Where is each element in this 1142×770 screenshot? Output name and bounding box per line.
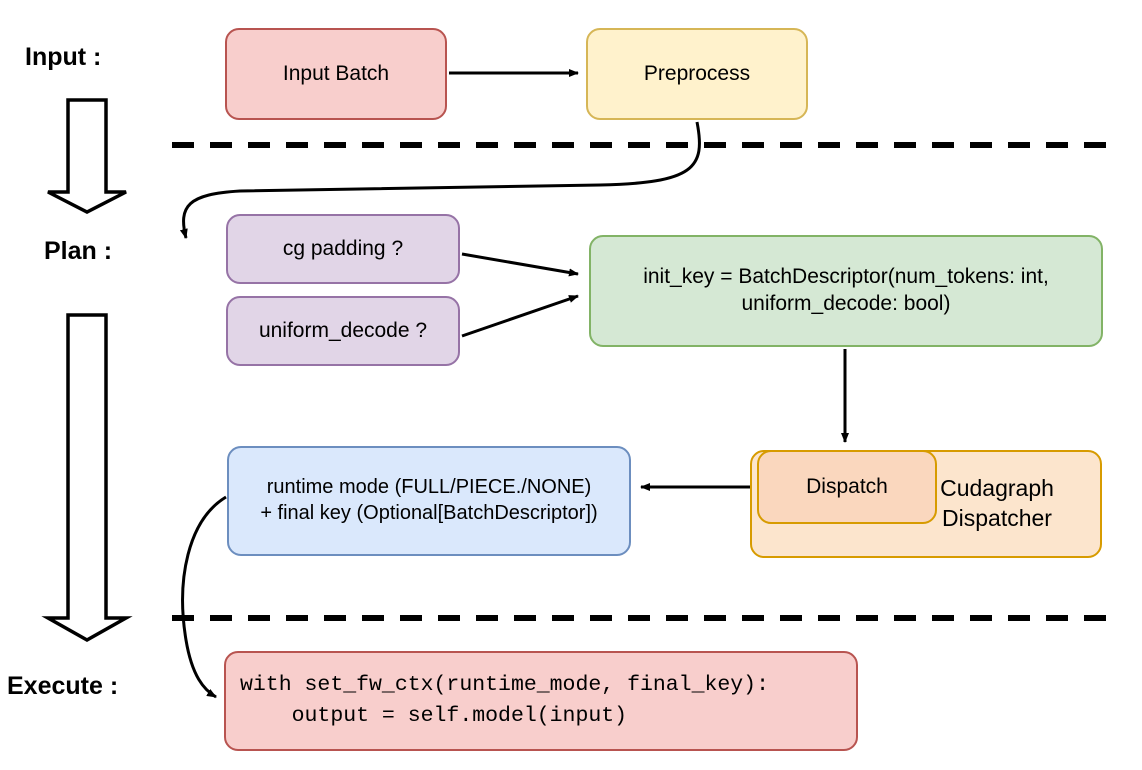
connector-uniform-decode-to-init-key bbox=[461, 294, 579, 338]
stage-arrow-input-to-plan bbox=[47, 98, 127, 214]
node-input-batch-label: Input Batch bbox=[282, 61, 390, 85]
node-uniform-decode[interactable]: uniform_decode ? bbox=[226, 296, 460, 366]
execute-code-line-2: output = self.model(input) bbox=[240, 704, 628, 728]
node-dispatch-label: Dispatch bbox=[806, 474, 888, 498]
stage-label-execute: Execute : bbox=[7, 672, 119, 700]
node-input-batch[interactable]: Input Batch bbox=[225, 28, 447, 120]
node-runtime-mode-label: runtime mode (FULL/PIECE./NONE) + final … bbox=[260, 476, 598, 524]
stage-label-input: Input : bbox=[25, 43, 102, 71]
connector-cg-padding-to-init-key bbox=[461, 252, 579, 277]
node-uniform-decode-label: uniform_decode ? bbox=[258, 318, 428, 342]
stage-label-plan: Plan : bbox=[44, 237, 113, 265]
node-cudagraph-dispatcher-label: Cudagraph Dispatcher bbox=[940, 475, 1054, 531]
node-cg-padding[interactable]: cg padding ? bbox=[226, 214, 460, 284]
execute-code-line-1: with set_fw_ctx(runtime_mode, final_key)… bbox=[240, 672, 769, 697]
connector-runtime-mode-to-execute-code bbox=[181, 495, 227, 699]
node-preprocess[interactable]: Preprocess bbox=[586, 28, 808, 120]
node-cg-padding-label: cg padding ? bbox=[282, 236, 404, 260]
node-runtime-mode[interactable]: runtime mode (FULL/PIECE./NONE) + final … bbox=[227, 446, 631, 556]
node-init-key-label: init_key = BatchDescriptor(num_tokens: i… bbox=[643, 265, 1049, 315]
node-execute-code[interactable]: with set_fw_ctx(runtime_mode, final_key)… bbox=[224, 651, 858, 751]
node-dispatch[interactable]: Dispatch bbox=[757, 450, 937, 524]
node-preprocess-label: Preprocess bbox=[643, 61, 751, 85]
stage-arrow-plan-to-execute bbox=[41, 313, 133, 643]
node-init-key[interactable]: init_key = BatchDescriptor(num_tokens: i… bbox=[589, 235, 1103, 347]
